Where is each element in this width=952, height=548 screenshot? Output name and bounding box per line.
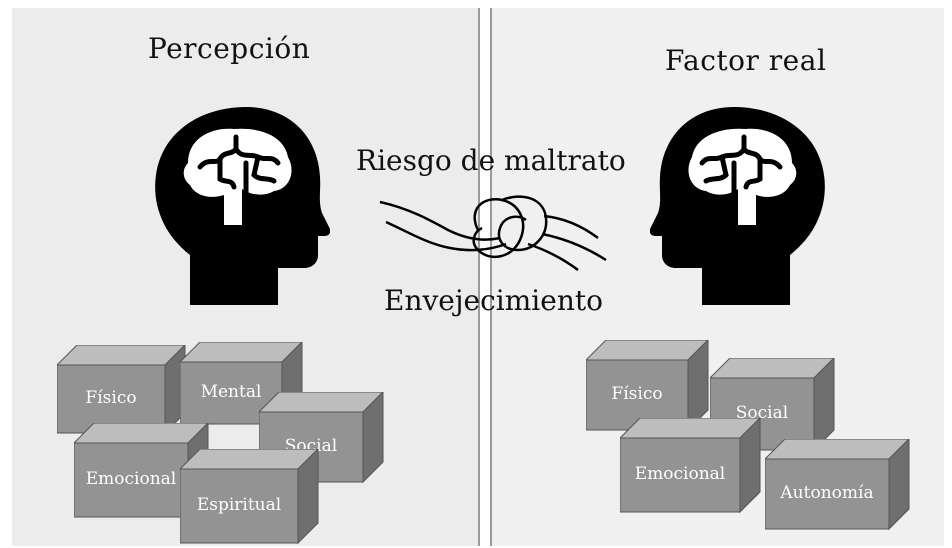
right-cube-label: Físico — [611, 384, 663, 404]
risk-label: Riesgo de maltrato — [356, 144, 626, 177]
perception-title: Percepción — [148, 32, 311, 65]
head-brain-icon — [650, 107, 825, 305]
real-factor-title: Factor real — [665, 44, 827, 77]
left-cube-label: Mental — [200, 382, 262, 402]
left-cube-2 — [180, 342, 303, 426]
right-cube-label: Autonomía — [780, 483, 874, 503]
head-brain-icon — [155, 107, 330, 305]
center-divider — [478, 8, 480, 546]
right-cube-1 — [586, 340, 709, 432]
left-cube-label: Físico — [85, 388, 137, 408]
knot-icon — [379, 195, 607, 272]
left-cube-5 — [180, 449, 319, 545]
left-cube-label: Espiritual — [196, 495, 282, 515]
right-cube-3 — [620, 418, 761, 514]
right-cube-4 — [765, 439, 910, 531]
aging-label: Envejecimiento — [384, 284, 603, 317]
center-divider — [490, 8, 492, 546]
right-cube-label: Emocional — [634, 464, 726, 484]
left-cube-label: Emocional — [85, 469, 177, 489]
